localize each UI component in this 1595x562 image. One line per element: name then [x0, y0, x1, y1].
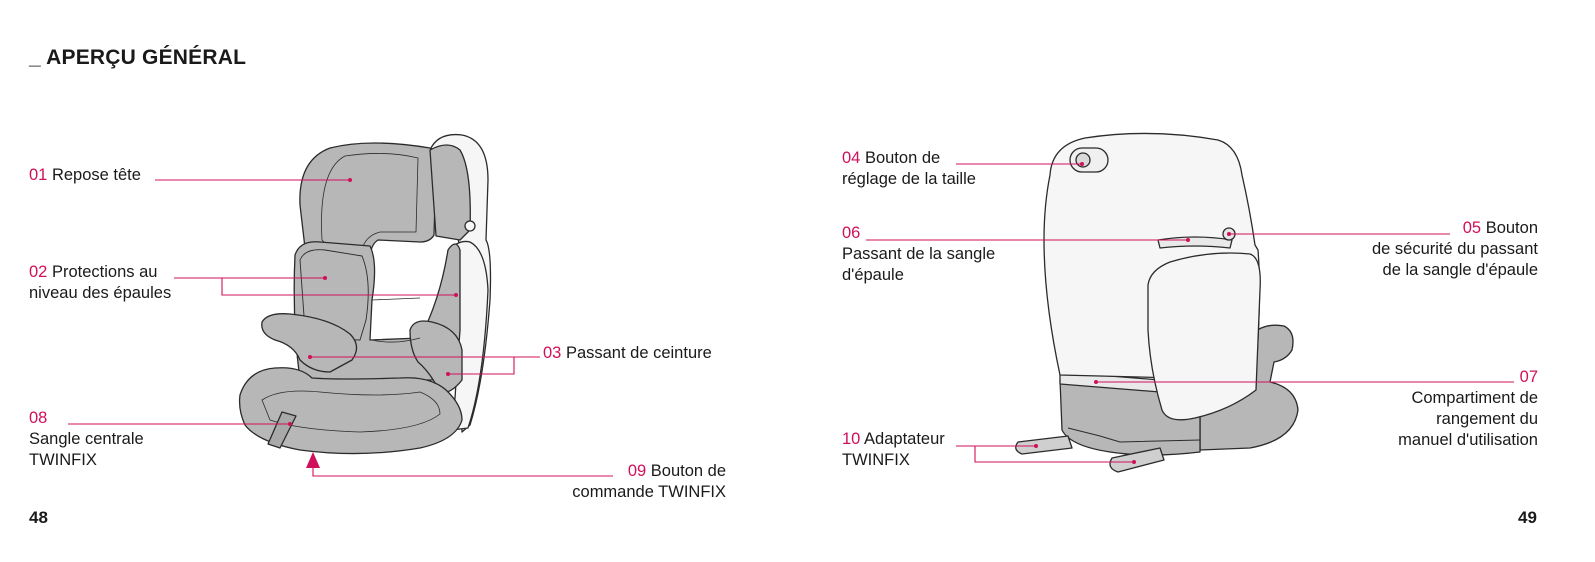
label-01-text: Repose tête [52, 166, 141, 184]
label-04: 04 Bouton de réglage de la taille [842, 148, 976, 190]
back-storage-panel [1148, 253, 1260, 420]
label-09-text-1: Bouton de [651, 462, 726, 480]
label-06-number: 06 [842, 223, 995, 244]
label-05-number: 05 [1463, 219, 1481, 237]
label-04-text-2: réglage de la taille [842, 169, 976, 190]
label-07: 07 Compartiment de rangement du manuel d… [1340, 367, 1538, 451]
label-10-text-2: TWINFIX [842, 450, 945, 471]
label-09: 09 Bouton de commande TWINFIX [520, 461, 726, 503]
label-05-text-2: de sécurité du passant [1300, 239, 1538, 260]
label-08-number: 08 [29, 408, 144, 429]
label-04-number: 04 [842, 149, 860, 167]
label-02-text-1: Protections au [52, 263, 157, 281]
label-10-number: 10 [842, 430, 860, 448]
label-04-text-1: Bouton de [865, 149, 940, 167]
page-number-left: 48 [29, 508, 48, 528]
label-10-text-1: Adaptateur [864, 430, 945, 448]
label-09-number: 09 [628, 462, 646, 480]
shoulder-guide [1158, 237, 1232, 248]
label-05-text-1: Bouton [1486, 219, 1538, 237]
label-10: 10 Adaptateur TWINFIX [842, 429, 945, 471]
label-05: 05 Bouton de sécurité du passant de la s… [1300, 218, 1538, 281]
front-seat-illustration [240, 135, 491, 454]
label-03-text: Passant de ceinture [566, 344, 712, 362]
label-07-text-2: rangement du [1340, 409, 1538, 430]
label-07-text-3: manuel d'utilisation [1340, 430, 1538, 451]
label-05-text-3: de la sangle d'épaule [1300, 260, 1538, 281]
label-06-text-2: d'épaule [842, 265, 995, 286]
label-01: 01 Repose tête [29, 165, 141, 186]
back-seat-illustration [1016, 133, 1298, 472]
label-03-number: 03 [543, 344, 561, 362]
label-06-text-1: Passant de la sangle [842, 244, 995, 265]
label-07-text-1: Compartiment de [1340, 388, 1538, 409]
label-08-text-2: TWINFIX [29, 450, 144, 471]
label-07-number: 07 [1340, 367, 1538, 388]
label-01-number: 01 [29, 166, 47, 184]
label-03: 03 Passant de ceinture [543, 343, 712, 364]
isofix-arm-left [1016, 436, 1072, 454]
label-02-number: 02 [29, 263, 47, 281]
front-headrest-wing [430, 145, 470, 240]
label-02-text-2: niveau des épaules [29, 283, 171, 304]
label-09-text-2: commande TWINFIX [520, 482, 726, 503]
arrow-up-icon [306, 452, 320, 468]
label-06: 06 Passant de la sangle d'épaule [842, 223, 995, 286]
page-number-right: 49 [1518, 508, 1537, 528]
label-08: 08 Sangle centrale TWINFIX [29, 408, 144, 471]
label-08-text-1: Sangle centrale [29, 429, 144, 450]
label-02: 02 Protections au niveau des épaules [29, 262, 171, 304]
